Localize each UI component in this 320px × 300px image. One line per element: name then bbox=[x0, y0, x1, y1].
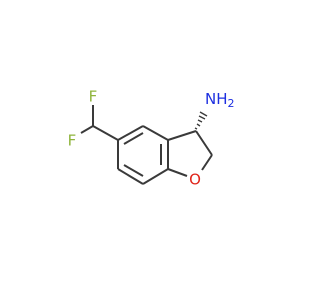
difluoromethyl-group: F F bbox=[68, 88, 119, 150]
bond-cf2-f-left bbox=[80, 125, 94, 134]
molecule-structure-diagram: F F O NH2 bbox=[68, 88, 235, 189]
bond-c2-o bbox=[201, 154, 213, 171]
bond-c3-c2 bbox=[195, 130, 213, 156]
bond-c7-c7a bbox=[142, 168, 169, 185]
amine-label: NH2 bbox=[205, 90, 235, 111]
bond-c3a-c3 bbox=[167, 130, 197, 141]
amine-group: NH2 bbox=[194, 90, 235, 130]
fluorine-left-label: F bbox=[68, 132, 77, 150]
amine-h-subscript: 2 bbox=[228, 97, 235, 110]
bond-c4-c5 bbox=[117, 125, 144, 141]
dihydrofuran-ring: O bbox=[167, 130, 213, 189]
bond-c3a-c4 bbox=[142, 125, 169, 141]
benzene-ring bbox=[117, 125, 169, 185]
hashed-stereo-bond bbox=[194, 111, 208, 130]
amine-nh-text: NH bbox=[205, 90, 228, 108]
double-bond-c4-c5 bbox=[123, 132, 144, 145]
bond-o-c7a bbox=[167, 168, 188, 177]
bond-c6-c7 bbox=[117, 168, 144, 185]
double-bond-c6-c7 bbox=[123, 164, 144, 177]
fluorine-top-label: F bbox=[89, 88, 98, 106]
bond-c5-cf2 bbox=[92, 125, 119, 141]
oxygen-label: O bbox=[189, 171, 201, 189]
